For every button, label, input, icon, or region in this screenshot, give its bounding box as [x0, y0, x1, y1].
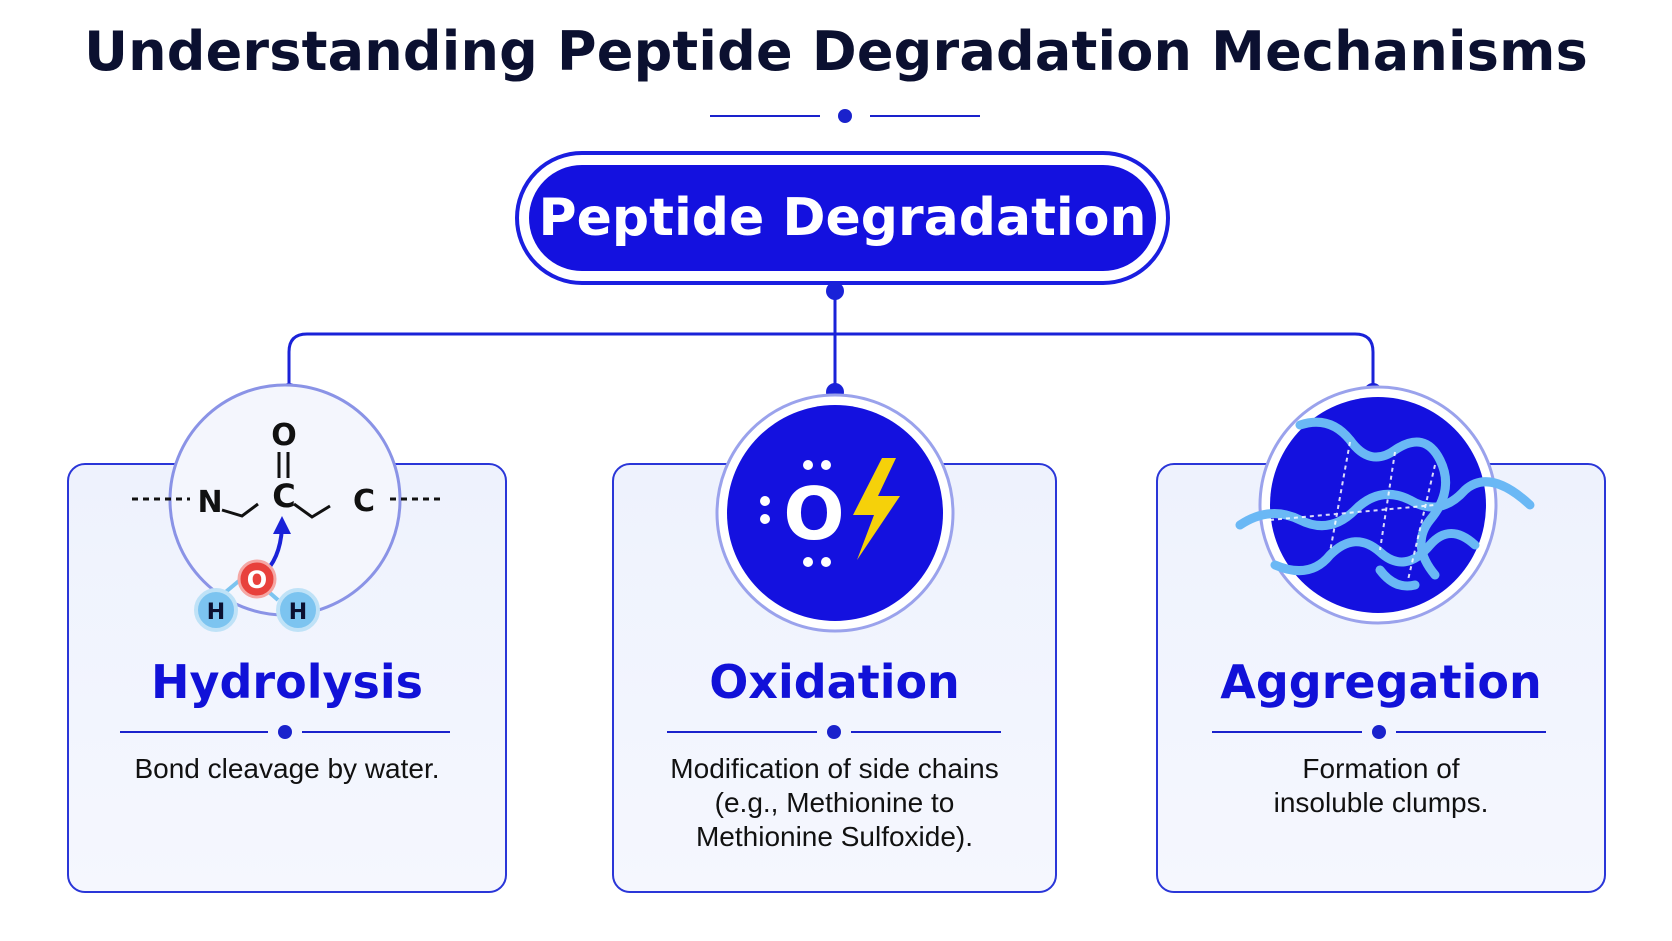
- atom-c-right: C: [353, 484, 375, 519]
- description-line: Methionine Sulfoxide).: [695, 821, 974, 852]
- description-line: insoluble clumps.: [1273, 787, 1489, 818]
- root-node: Peptide Degradation: [515, 151, 1170, 285]
- lightning-bolt: [853, 458, 900, 560]
- description-line: (e.g., Methionine to: [714, 787, 955, 818]
- aggregation-divider: [1212, 725, 1546, 739]
- atom-o: O: [783, 472, 844, 556]
- root-node-label: Peptide Degradation: [529, 165, 1156, 271]
- hydrolysis-molecule-icon: O N C C O H H: [132, 383, 440, 632]
- atom-o-top: O: [271, 418, 297, 453]
- root-connector-dot: [826, 282, 844, 300]
- atom-h-left: H: [207, 600, 225, 625]
- page-title: Understanding Peptide Degradation Mechan…: [84, 20, 1588, 83]
- oxidation-divider: [667, 725, 1001, 739]
- hydrolysis-description: Bond cleavage by water.: [67, 752, 507, 786]
- atom-o-water: O: [247, 566, 267, 594]
- description-line: Formation of: [1302, 753, 1460, 784]
- hydrolysis-divider: [120, 725, 450, 739]
- hydrolysis-title: Hydrolysis: [151, 655, 423, 709]
- oxygen-lightning-icon: O: [715, 393, 955, 633]
- oxidation-description: Modification of side chains (e.g., Methi…: [612, 752, 1057, 854]
- title-divider: [710, 109, 980, 123]
- aggregation-description: Formation of insoluble clumps.: [1156, 752, 1606, 820]
- description-line: Bond cleavage by water.: [134, 753, 440, 784]
- description-line: Modification of side chains: [670, 753, 999, 784]
- atom-c-center: C: [272, 477, 295, 515]
- aggregation-title: Aggregation: [1220, 655, 1542, 709]
- atom-h-right: H: [289, 600, 307, 625]
- tangled-strands-icon: [1235, 385, 1535, 625]
- atom-n: N: [197, 485, 222, 520]
- oxidation-title: Oxidation: [709, 655, 960, 709]
